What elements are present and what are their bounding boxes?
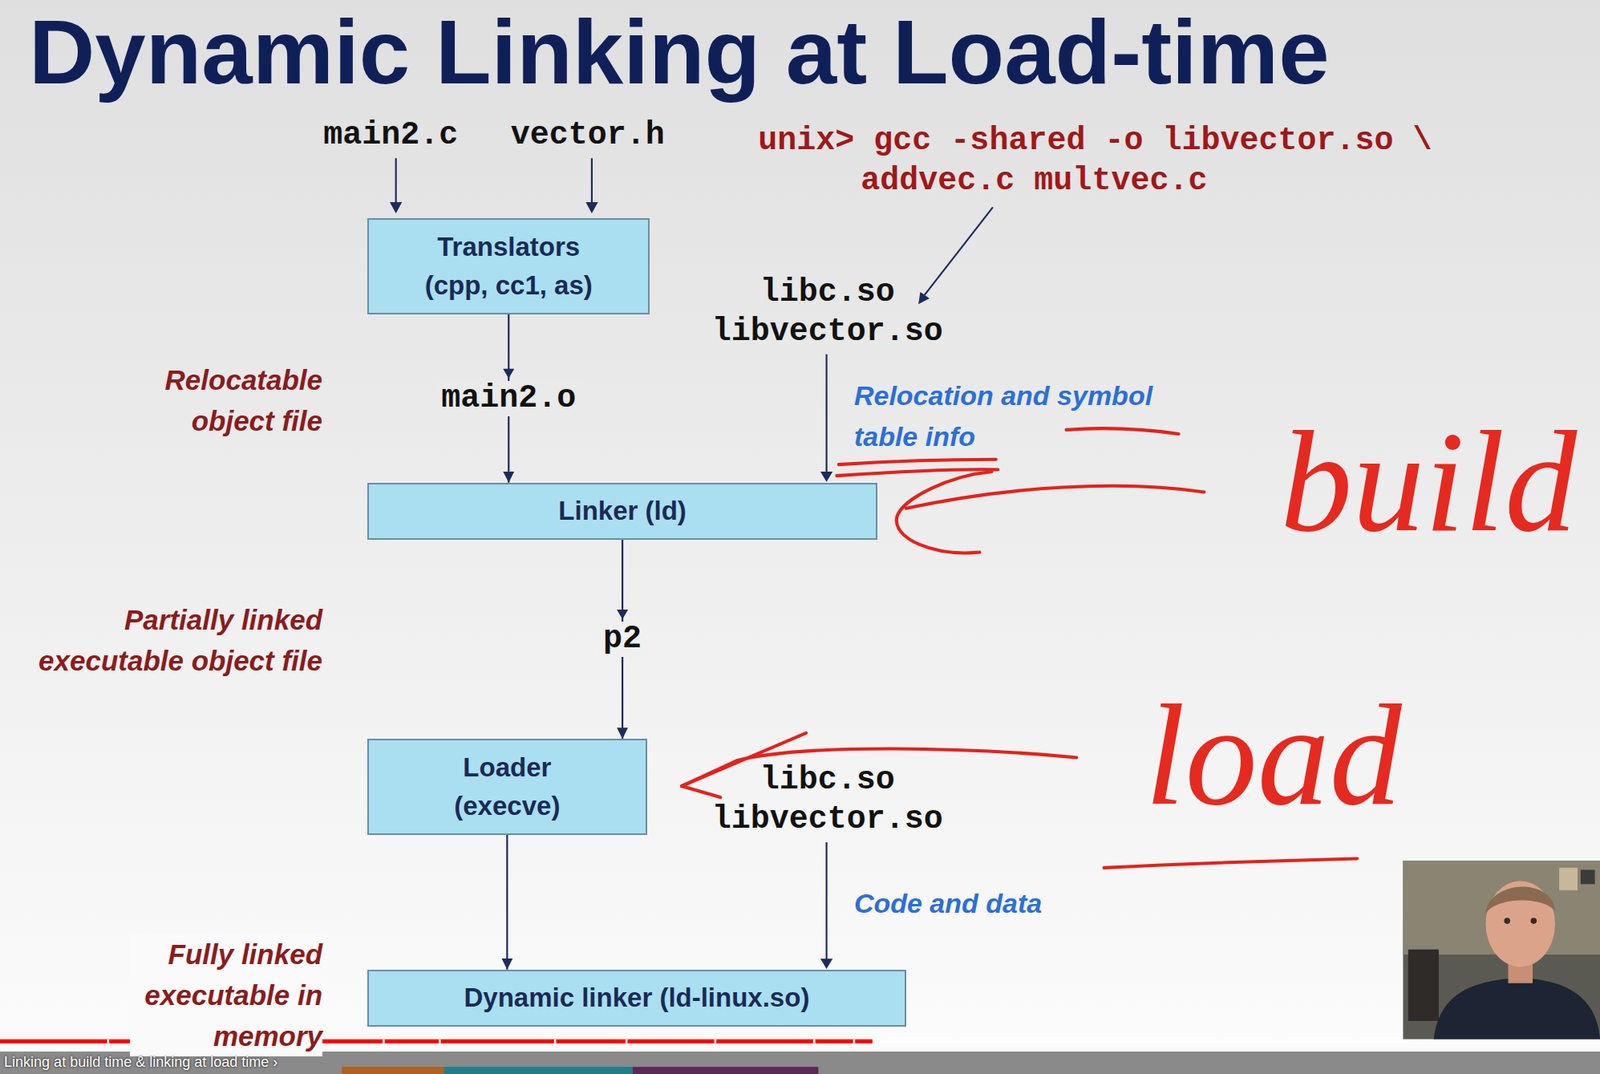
leader-arrow bbox=[825, 354, 827, 474]
presenter-body bbox=[1433, 977, 1600, 1039]
stage-caption: Relocatable object file bbox=[81, 359, 323, 442]
chapter-tick bbox=[382, 1039, 385, 1044]
presenter-eye bbox=[1530, 917, 1537, 924]
process-box: Linker (ld) bbox=[367, 482, 878, 540]
presenter-face bbox=[1486, 880, 1556, 967]
box-label: Translators bbox=[437, 227, 580, 267]
video-chapter-title: Linking at build time & linking at load … bbox=[4, 1053, 278, 1072]
info-note: Relocation and symbol table info bbox=[854, 375, 1191, 458]
chapter-tick bbox=[438, 1039, 442, 1044]
arrowhead bbox=[820, 471, 833, 483]
file-name: p2 bbox=[598, 621, 647, 657]
pen-stroke bbox=[1066, 428, 1179, 434]
file-name: vector.h bbox=[510, 117, 665, 154]
connector-arrow bbox=[506, 834, 508, 970]
chapter-segment bbox=[341, 1066, 444, 1074]
arrowhead bbox=[616, 609, 628, 620]
chapter-tick bbox=[107, 1039, 110, 1044]
leader-arrow bbox=[591, 157, 593, 204]
chair bbox=[1408, 949, 1439, 1021]
file-name: libc.so bbox=[760, 274, 896, 312]
stage-caption: Fully linked executable in memory bbox=[129, 933, 323, 1057]
chapter-tick bbox=[554, 1039, 557, 1044]
leader-arrow bbox=[825, 842, 827, 960]
process-box: Translators(cpp, cc1, as) bbox=[367, 218, 650, 315]
chapter-tick bbox=[813, 1039, 816, 1044]
presenter-webcam bbox=[1402, 860, 1600, 1040]
stage-caption: Partially linked executable object file bbox=[9, 599, 323, 681]
info-note: Code and data bbox=[854, 883, 1042, 924]
arrowhead bbox=[585, 202, 598, 214]
file-name: libvector.so bbox=[712, 313, 944, 351]
file-name: main2.c bbox=[323, 117, 458, 154]
handwritten-note: load bbox=[1145, 683, 1402, 828]
chapter-tick bbox=[625, 1039, 628, 1044]
chapter-segment bbox=[443, 1066, 632, 1074]
file-name: libc.so bbox=[760, 761, 896, 799]
presenter-eye bbox=[1503, 917, 1511, 924]
pen-stroke bbox=[838, 459, 997, 465]
box-label: (cpp, cc1, as) bbox=[425, 266, 593, 305]
leader-arrow bbox=[924, 206, 993, 295]
file-name: main2.o bbox=[436, 380, 581, 417]
arrowhead bbox=[820, 958, 833, 969]
chapter-tick bbox=[714, 1039, 717, 1044]
pen-arrow bbox=[906, 486, 1205, 509]
process-box: Loader(execve) bbox=[367, 738, 648, 835]
handwritten-note: build bbox=[1280, 409, 1577, 555]
leader-arrow bbox=[395, 157, 397, 204]
box-label: Linker (ld) bbox=[558, 491, 687, 531]
arrowhead bbox=[918, 291, 930, 304]
file-name: libvector.so bbox=[712, 801, 944, 839]
wall-frame bbox=[1559, 867, 1578, 891]
chapter-tick bbox=[853, 1039, 856, 1044]
arrowhead bbox=[389, 202, 402, 214]
box-label: Loader bbox=[462, 748, 551, 787]
connector-group bbox=[506, 834, 508, 970]
chapter-segment bbox=[632, 1066, 819, 1074]
process-box: Dynamic linker (ld-linux.so) bbox=[367, 969, 907, 1027]
webcam-frame bbox=[1402, 860, 1600, 1040]
presenter-hair bbox=[1486, 886, 1556, 914]
pen-arrow bbox=[896, 471, 993, 553]
box-label: (execve) bbox=[453, 786, 560, 826]
wall-frame bbox=[1580, 869, 1596, 884]
arrowhead bbox=[502, 368, 515, 379]
slide-title: Dynamic Linking at Load-time bbox=[28, 6, 1330, 98]
pen-underline bbox=[1104, 858, 1358, 867]
input-arrows bbox=[389, 157, 993, 969]
shell-command: unix> gcc -shared -o libvector.so \ addv… bbox=[757, 121, 1503, 202]
player-band bbox=[0, 1051, 1600, 1074]
box-label: Dynamic linker (ld-linux.so) bbox=[463, 978, 810, 1017]
